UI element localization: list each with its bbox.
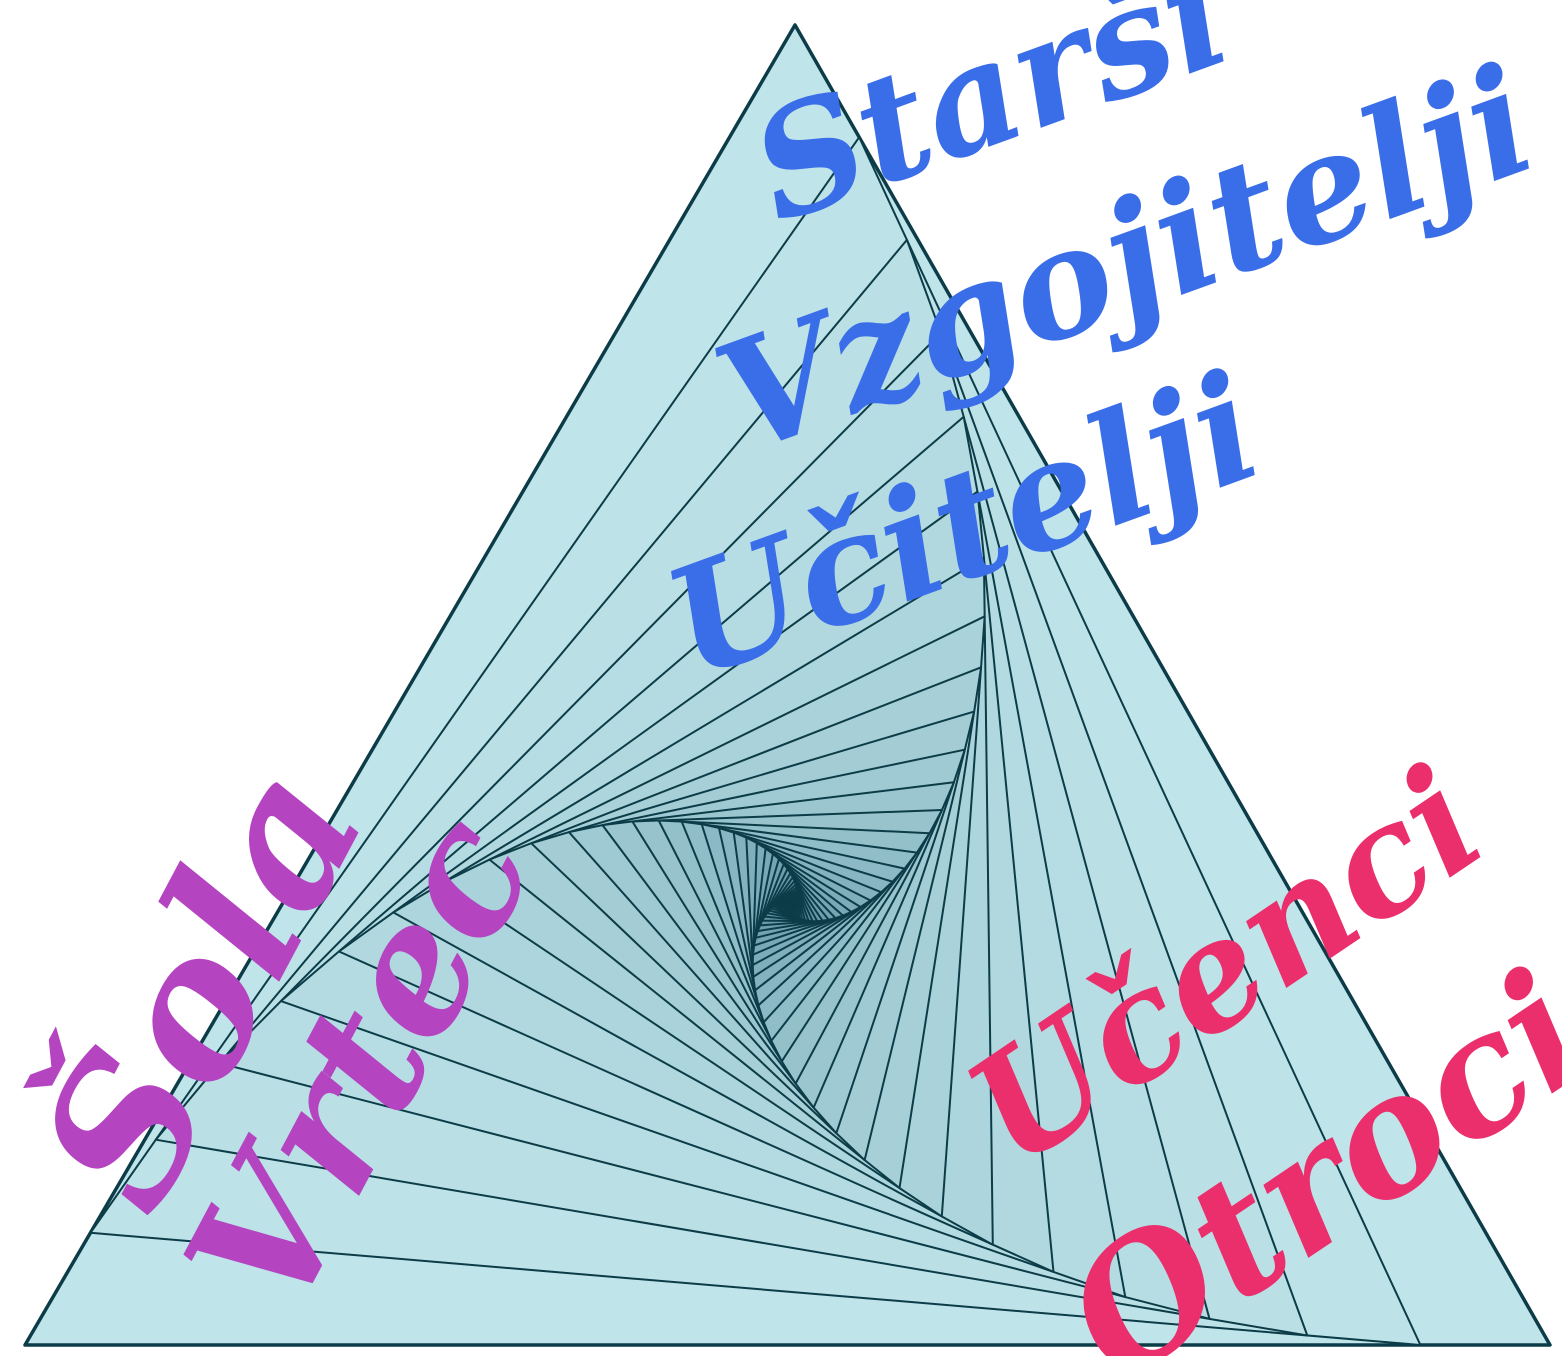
- diagram-canvas: Starši Vzgojitelji Učitelji Šola Vrtec U…: [0, 0, 1562, 1356]
